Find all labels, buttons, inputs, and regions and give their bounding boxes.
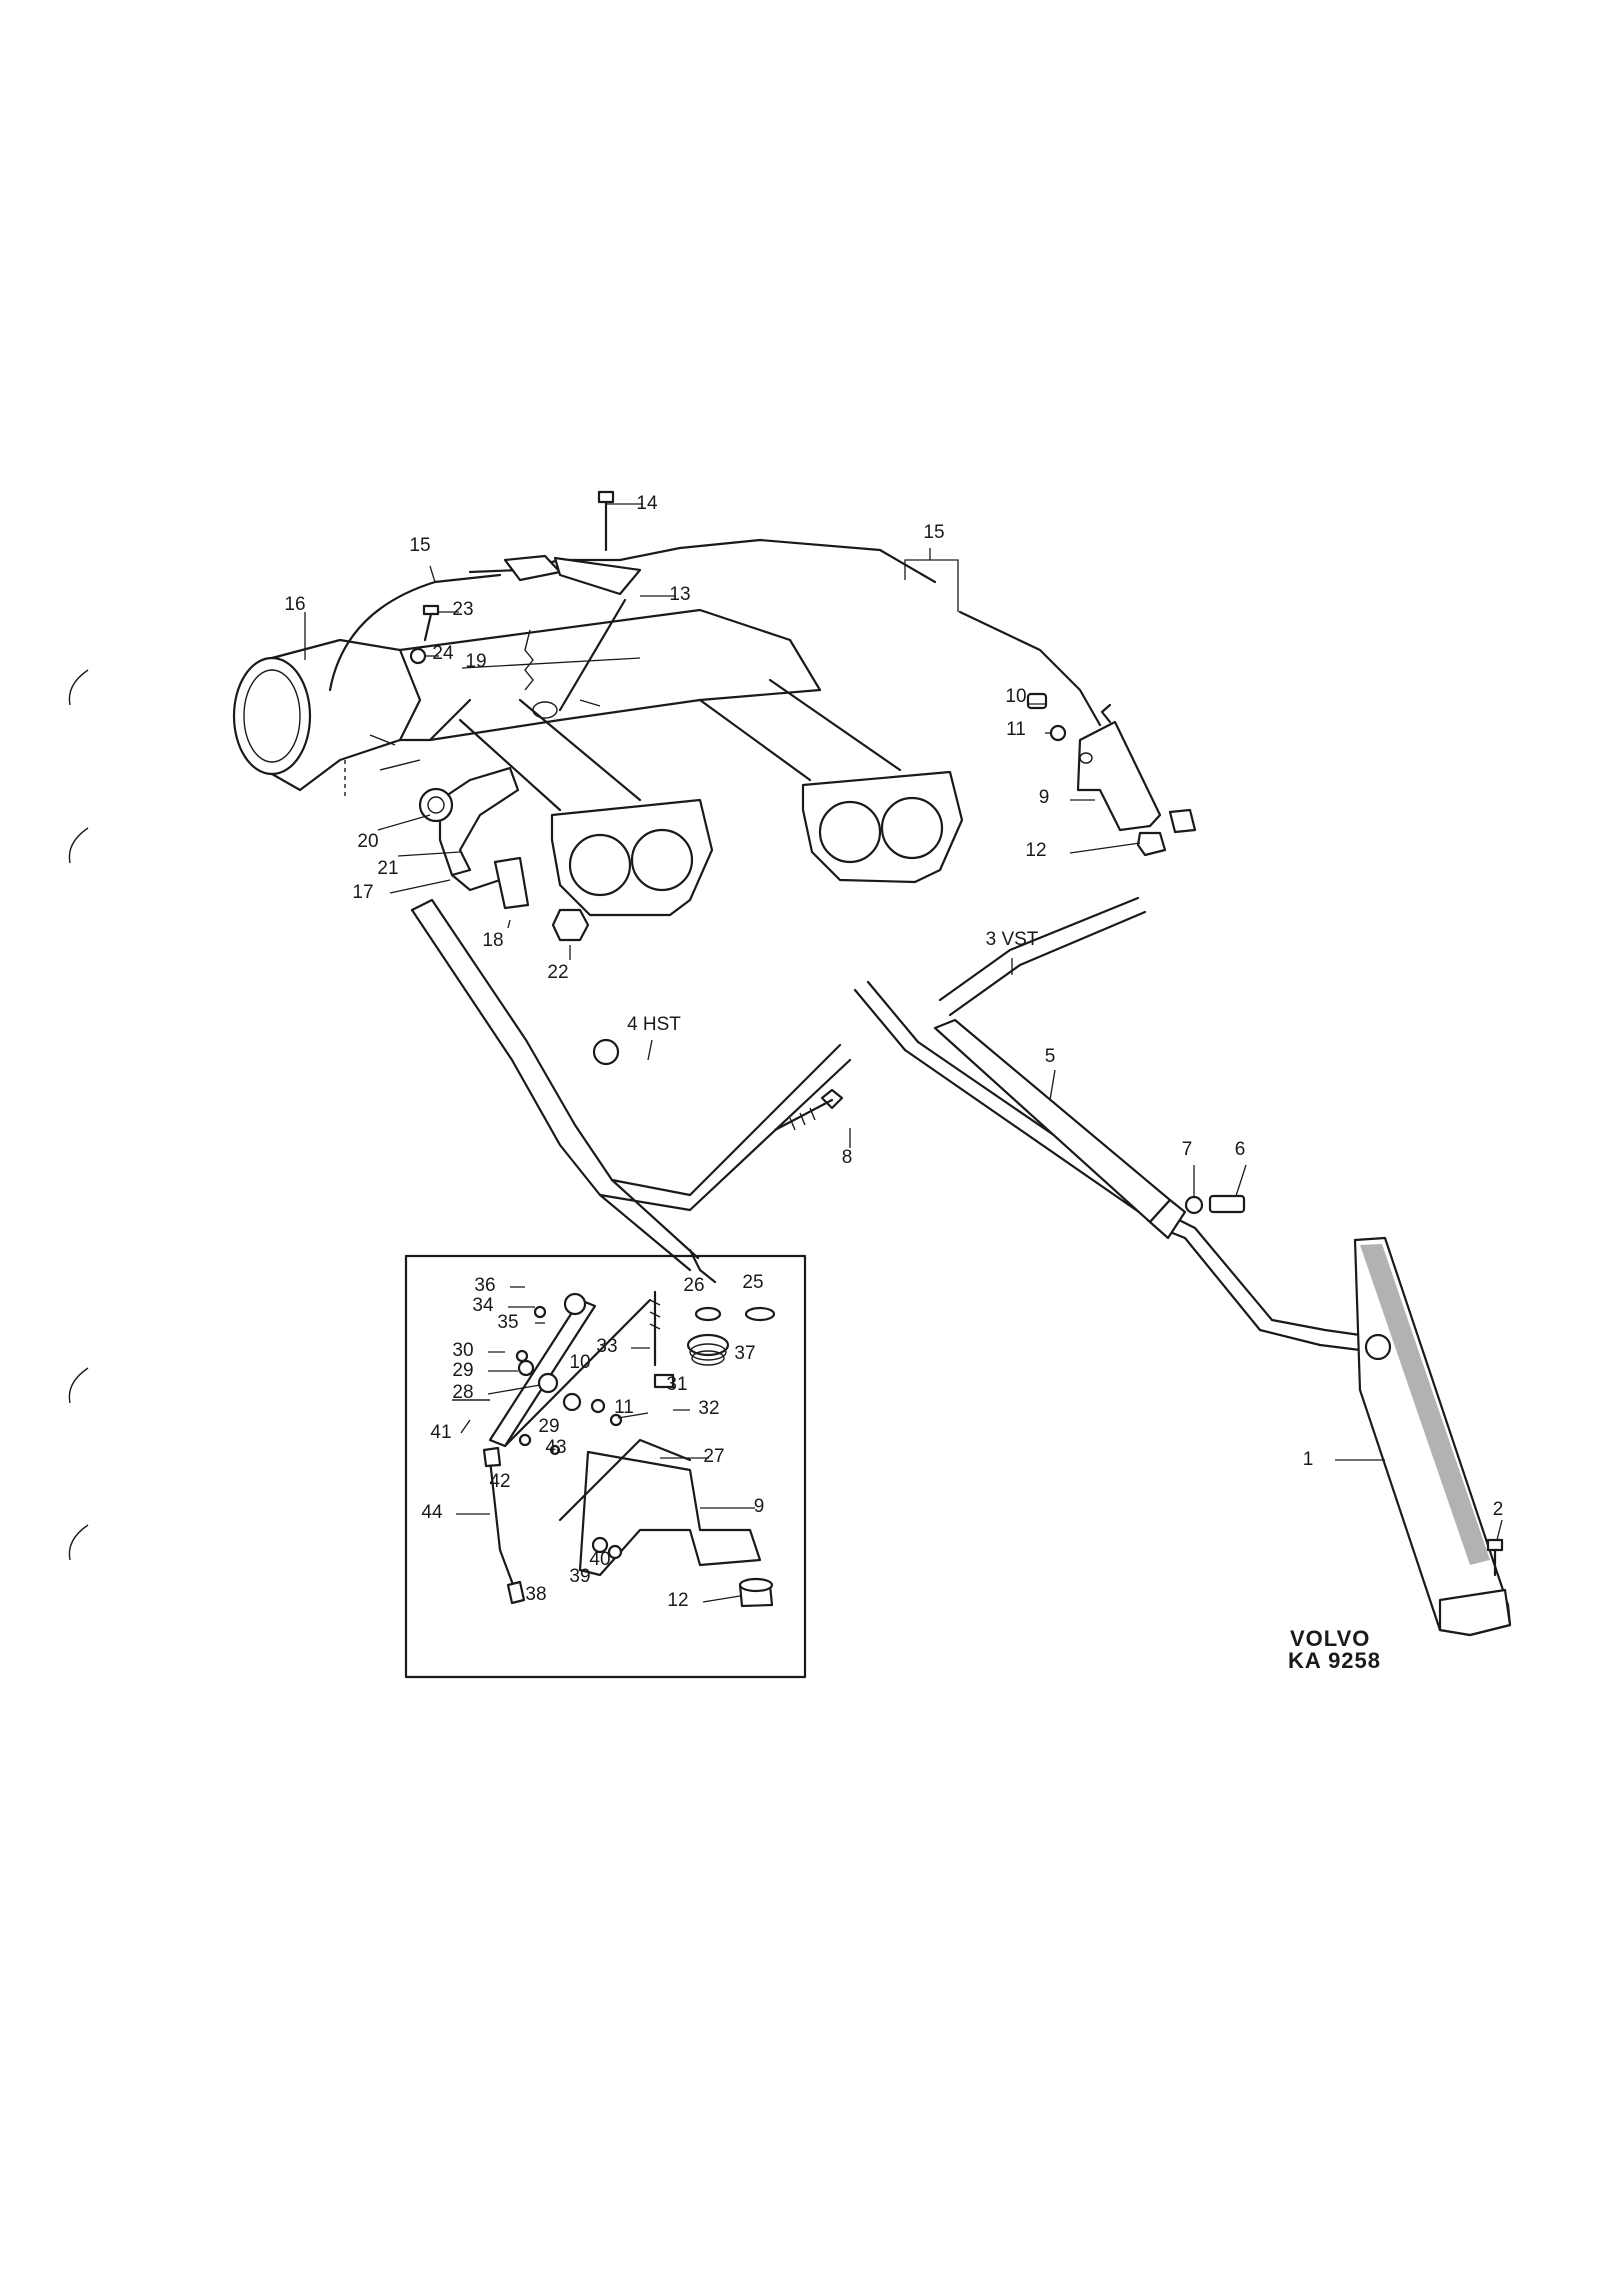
callout-c37: 37 [734, 1343, 755, 1364]
callout-c10: 10 [1005, 686, 1026, 707]
callout-c28: 28 [452, 1382, 473, 1403]
callout-c30: 30 [452, 1340, 473, 1361]
callout-c33: 33 [596, 1336, 617, 1357]
callout-c32: 32 [698, 1398, 719, 1419]
callout-c26: 26 [683, 1275, 704, 1296]
leader-lines [304, 503, 1503, 1603]
callout-c2: 2 [1493, 1499, 1504, 1520]
callout-c6: 6 [1235, 1139, 1246, 1160]
throttle-sector [344, 734, 590, 942]
callout-c4: 4 HST [627, 1014, 681, 1035]
callout-c16: 16 [284, 594, 305, 615]
callout-c42: 42 [489, 1471, 510, 1492]
callout-c12: 12 [1025, 840, 1046, 861]
callout-c11b: 11 [614, 1397, 634, 1418]
callout-c8: 8 [842, 1147, 853, 1168]
callout-c38: 38 [525, 1584, 546, 1605]
shaft-sleeve-5 [903, 1018, 1362, 1352]
binder-hole-marks [68, 669, 89, 1561]
callout-c25: 25 [742, 1272, 763, 1293]
callout-c43: 43 [545, 1437, 566, 1458]
throttle-rod-4-hst [410, 898, 852, 1284]
callout-c31: 31 [666, 1374, 687, 1395]
callout-c21: 21 [377, 858, 398, 879]
screw-8 [773, 1088, 844, 1132]
callout-c12b: 12 [667, 1590, 688, 1611]
cable-bracket [1026, 692, 1197, 857]
callout-c41: 41 [430, 1422, 451, 1443]
throttle-rod-3-vst [853, 896, 1147, 1052]
callout-c22: 22 [547, 962, 568, 983]
callout-c15b: 15 [923, 522, 944, 543]
callout-c35: 35 [497, 1312, 518, 1333]
callout-c9: 9 [1039, 787, 1050, 808]
callout-c29a: 29 [452, 1360, 473, 1381]
callout-c7: 7 [1182, 1139, 1193, 1160]
callout-c39: 39 [569, 1566, 590, 1587]
drawing-code: KA 9258 [1288, 1648, 1381, 1673]
brand-label: VOLVO [1290, 1626, 1370, 1651]
callout-c20: 20 [357, 831, 378, 852]
callout-c23: 23 [452, 599, 473, 620]
callout-c10b: 10 [569, 1352, 590, 1373]
callout-c5: 5 [1045, 1046, 1056, 1067]
callout-c17: 17 [352, 882, 373, 903]
intake-manifold [232, 608, 964, 917]
callout-c14: 14 [636, 493, 658, 514]
callout-c1: 1 [1303, 1449, 1314, 1470]
callout-c15a: 15 [409, 535, 430, 556]
throttle-cable-upper [328, 490, 1102, 727]
callout-c34: 34 [472, 1295, 494, 1316]
callout-c40: 40 [589, 1549, 610, 1570]
callout-c13: 13 [669, 584, 690, 605]
callout-c19: 19 [465, 651, 486, 672]
callout-c18: 18 [482, 930, 503, 951]
callout-c3: 3 VST [986, 929, 1039, 950]
callout-c11: 11 [1006, 719, 1026, 740]
callout-c27: 27 [703, 1446, 724, 1467]
callout-c29b: 29 [538, 1416, 559, 1437]
inset-detail-box [404, 1254, 807, 1679]
callout-c9b: 9 [754, 1496, 765, 1517]
callout-c44: 44 [421, 1502, 443, 1523]
accelerator-pedal [1353, 1236, 1512, 1637]
callout-c24: 24 [432, 643, 454, 664]
callout-c36: 36 [474, 1275, 495, 1296]
